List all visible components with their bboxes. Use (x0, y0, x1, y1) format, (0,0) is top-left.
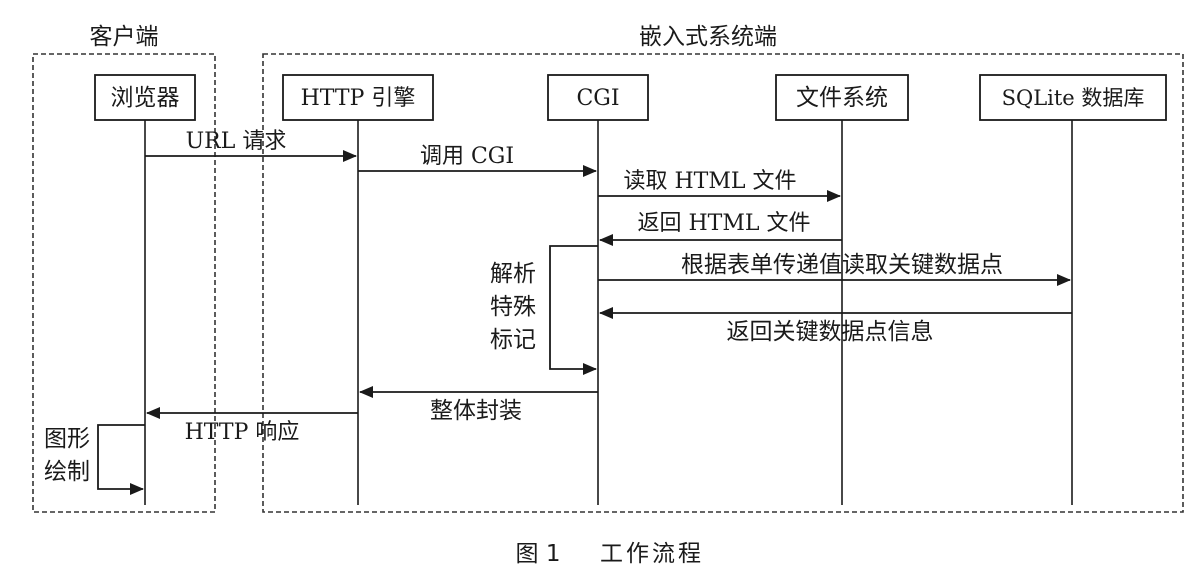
message-read-html-label: 读取 HTML 文件 (624, 169, 797, 194)
message-return-key-points: 返回关键数据点信息 (599, 307, 1072, 345)
self-action-render-line-2: 绘制 (44, 459, 90, 485)
participant-sqlite-label: SQLite 数据库 (1002, 86, 1145, 110)
client-region-frame (32, 53, 216, 513)
self-action-parse: 解析 特殊 标记 (490, 245, 598, 375)
message-return-html: 返回 HTML 文件 (599, 211, 842, 246)
self-action-render: 图形 绘制 (44, 424, 145, 495)
embedded-region-label: 嵌入式系统端 (639, 24, 777, 50)
message-call-cgi-label: 调用 CGI (420, 144, 514, 169)
message-read-key-points-label: 根据表单传递值读取关键数据点 (681, 252, 1003, 278)
message-wrap-all: 整体封装 (359, 386, 598, 424)
participant-http-engine-label: HTTP 引擎 (301, 86, 416, 111)
message-return-key-points-label: 返回关键数据点信息 (727, 319, 934, 345)
message-return-html-label: 返回 HTML 文件 (638, 211, 811, 236)
embedded-region-frame (262, 53, 1184, 513)
message-call-cgi: 调用 CGI (358, 144, 597, 177)
figure-title: 工作流程 (600, 541, 704, 567)
self-action-parse-line-3: 标记 (490, 327, 536, 353)
self-action-parse-line-2: 特殊 (490, 294, 536, 320)
message-http-response-label: HTTP 响应 (185, 420, 300, 445)
figure-number: 图 1 (516, 541, 561, 567)
message-wrap-all-label: 整体封装 (430, 398, 522, 424)
participant-http-engine: HTTP 引擎 (282, 74, 434, 121)
message-read-key-points: 根据表单传递值读取关键数据点 (598, 252, 1071, 286)
message-url-request: URL 请求 (145, 129, 357, 162)
message-http-response: HTTP 响应 (146, 407, 358, 445)
participant-file-system: 文件系统 (775, 74, 909, 121)
participant-cgi-label: CGI (576, 86, 619, 111)
message-url-request-label: URL 请求 (186, 129, 287, 154)
participant-sqlite: SQLite 数据库 (979, 74, 1167, 121)
self-action-parse-line-1: 解析 (490, 261, 536, 287)
self-action-render-line-1: 图形 (44, 426, 90, 452)
participant-cgi: CGI (547, 74, 649, 121)
message-read-html: 读取 HTML 文件 (598, 169, 841, 202)
participant-file-system-label: 文件系统 (796, 85, 888, 111)
participant-browser-label: 浏览器 (111, 85, 180, 111)
client-region-label: 客户端 (90, 24, 159, 50)
participant-browser: 浏览器 (94, 74, 196, 121)
